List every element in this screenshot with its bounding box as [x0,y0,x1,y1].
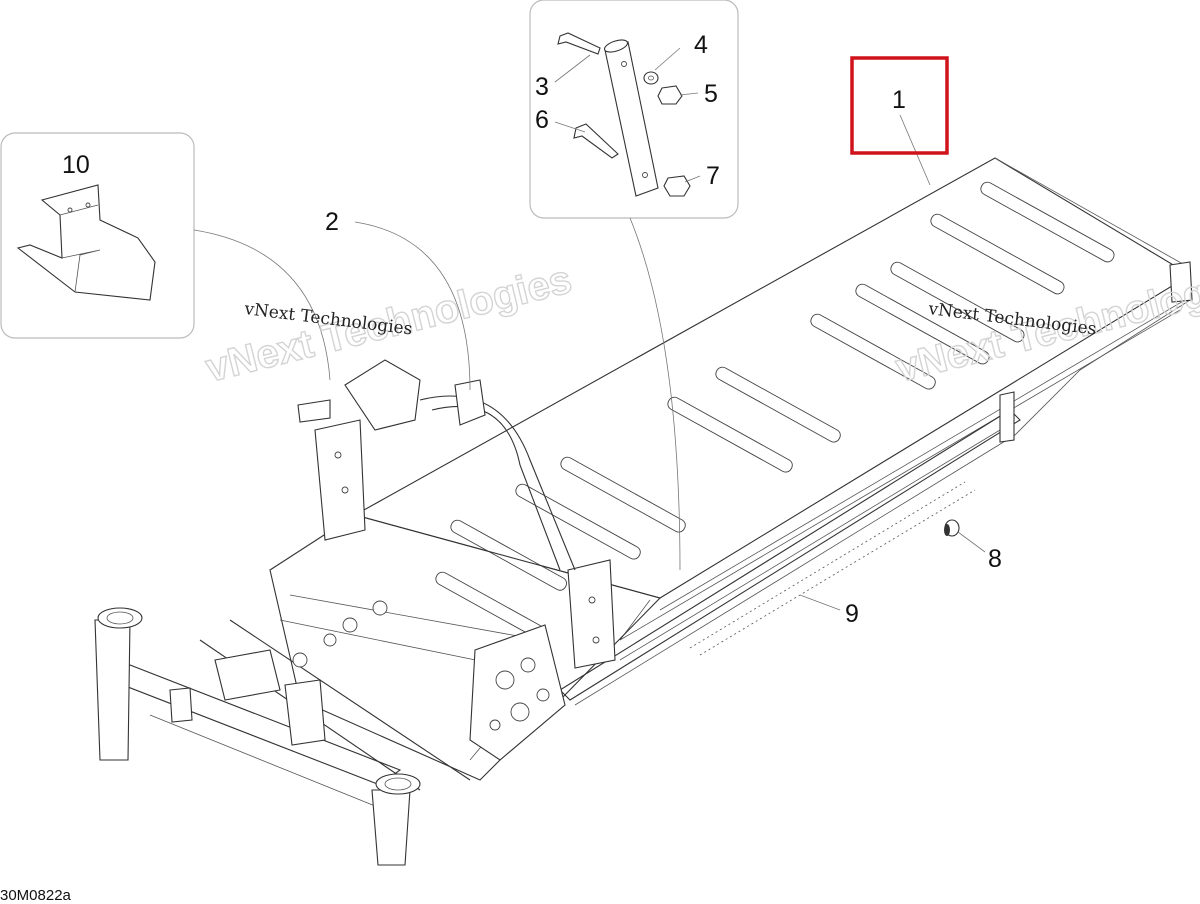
callout-10: 10 [62,151,90,179]
callout-7: 7 [706,162,720,190]
inset-panel-part-10 [0,132,195,339]
callout-4: 4 [694,31,708,59]
highlight-box-callout-1 [850,56,949,155]
frame-tunnel-assembly [94,157,1193,866]
callout-6: 6 [535,106,549,134]
callout-5: 5 [704,80,718,108]
callout-3: 3 [535,73,549,101]
callout-9: 9 [845,600,859,628]
callout-2: 2 [325,208,339,236]
tunnel-slots [435,181,1115,638]
figure-code: 30M0822a [0,887,72,904]
inset-panel-parts-3-7 [529,0,739,219]
plug-part-8 [944,519,960,537]
rivet-strip-part-9 [689,481,976,656]
callout-labels: 1 2 3 4 5 6 7 8 9 10 [62,31,1002,628]
callout-8: 8 [988,545,1002,573]
leader-lines [193,47,986,611]
callout-1: 1 [892,86,906,114]
